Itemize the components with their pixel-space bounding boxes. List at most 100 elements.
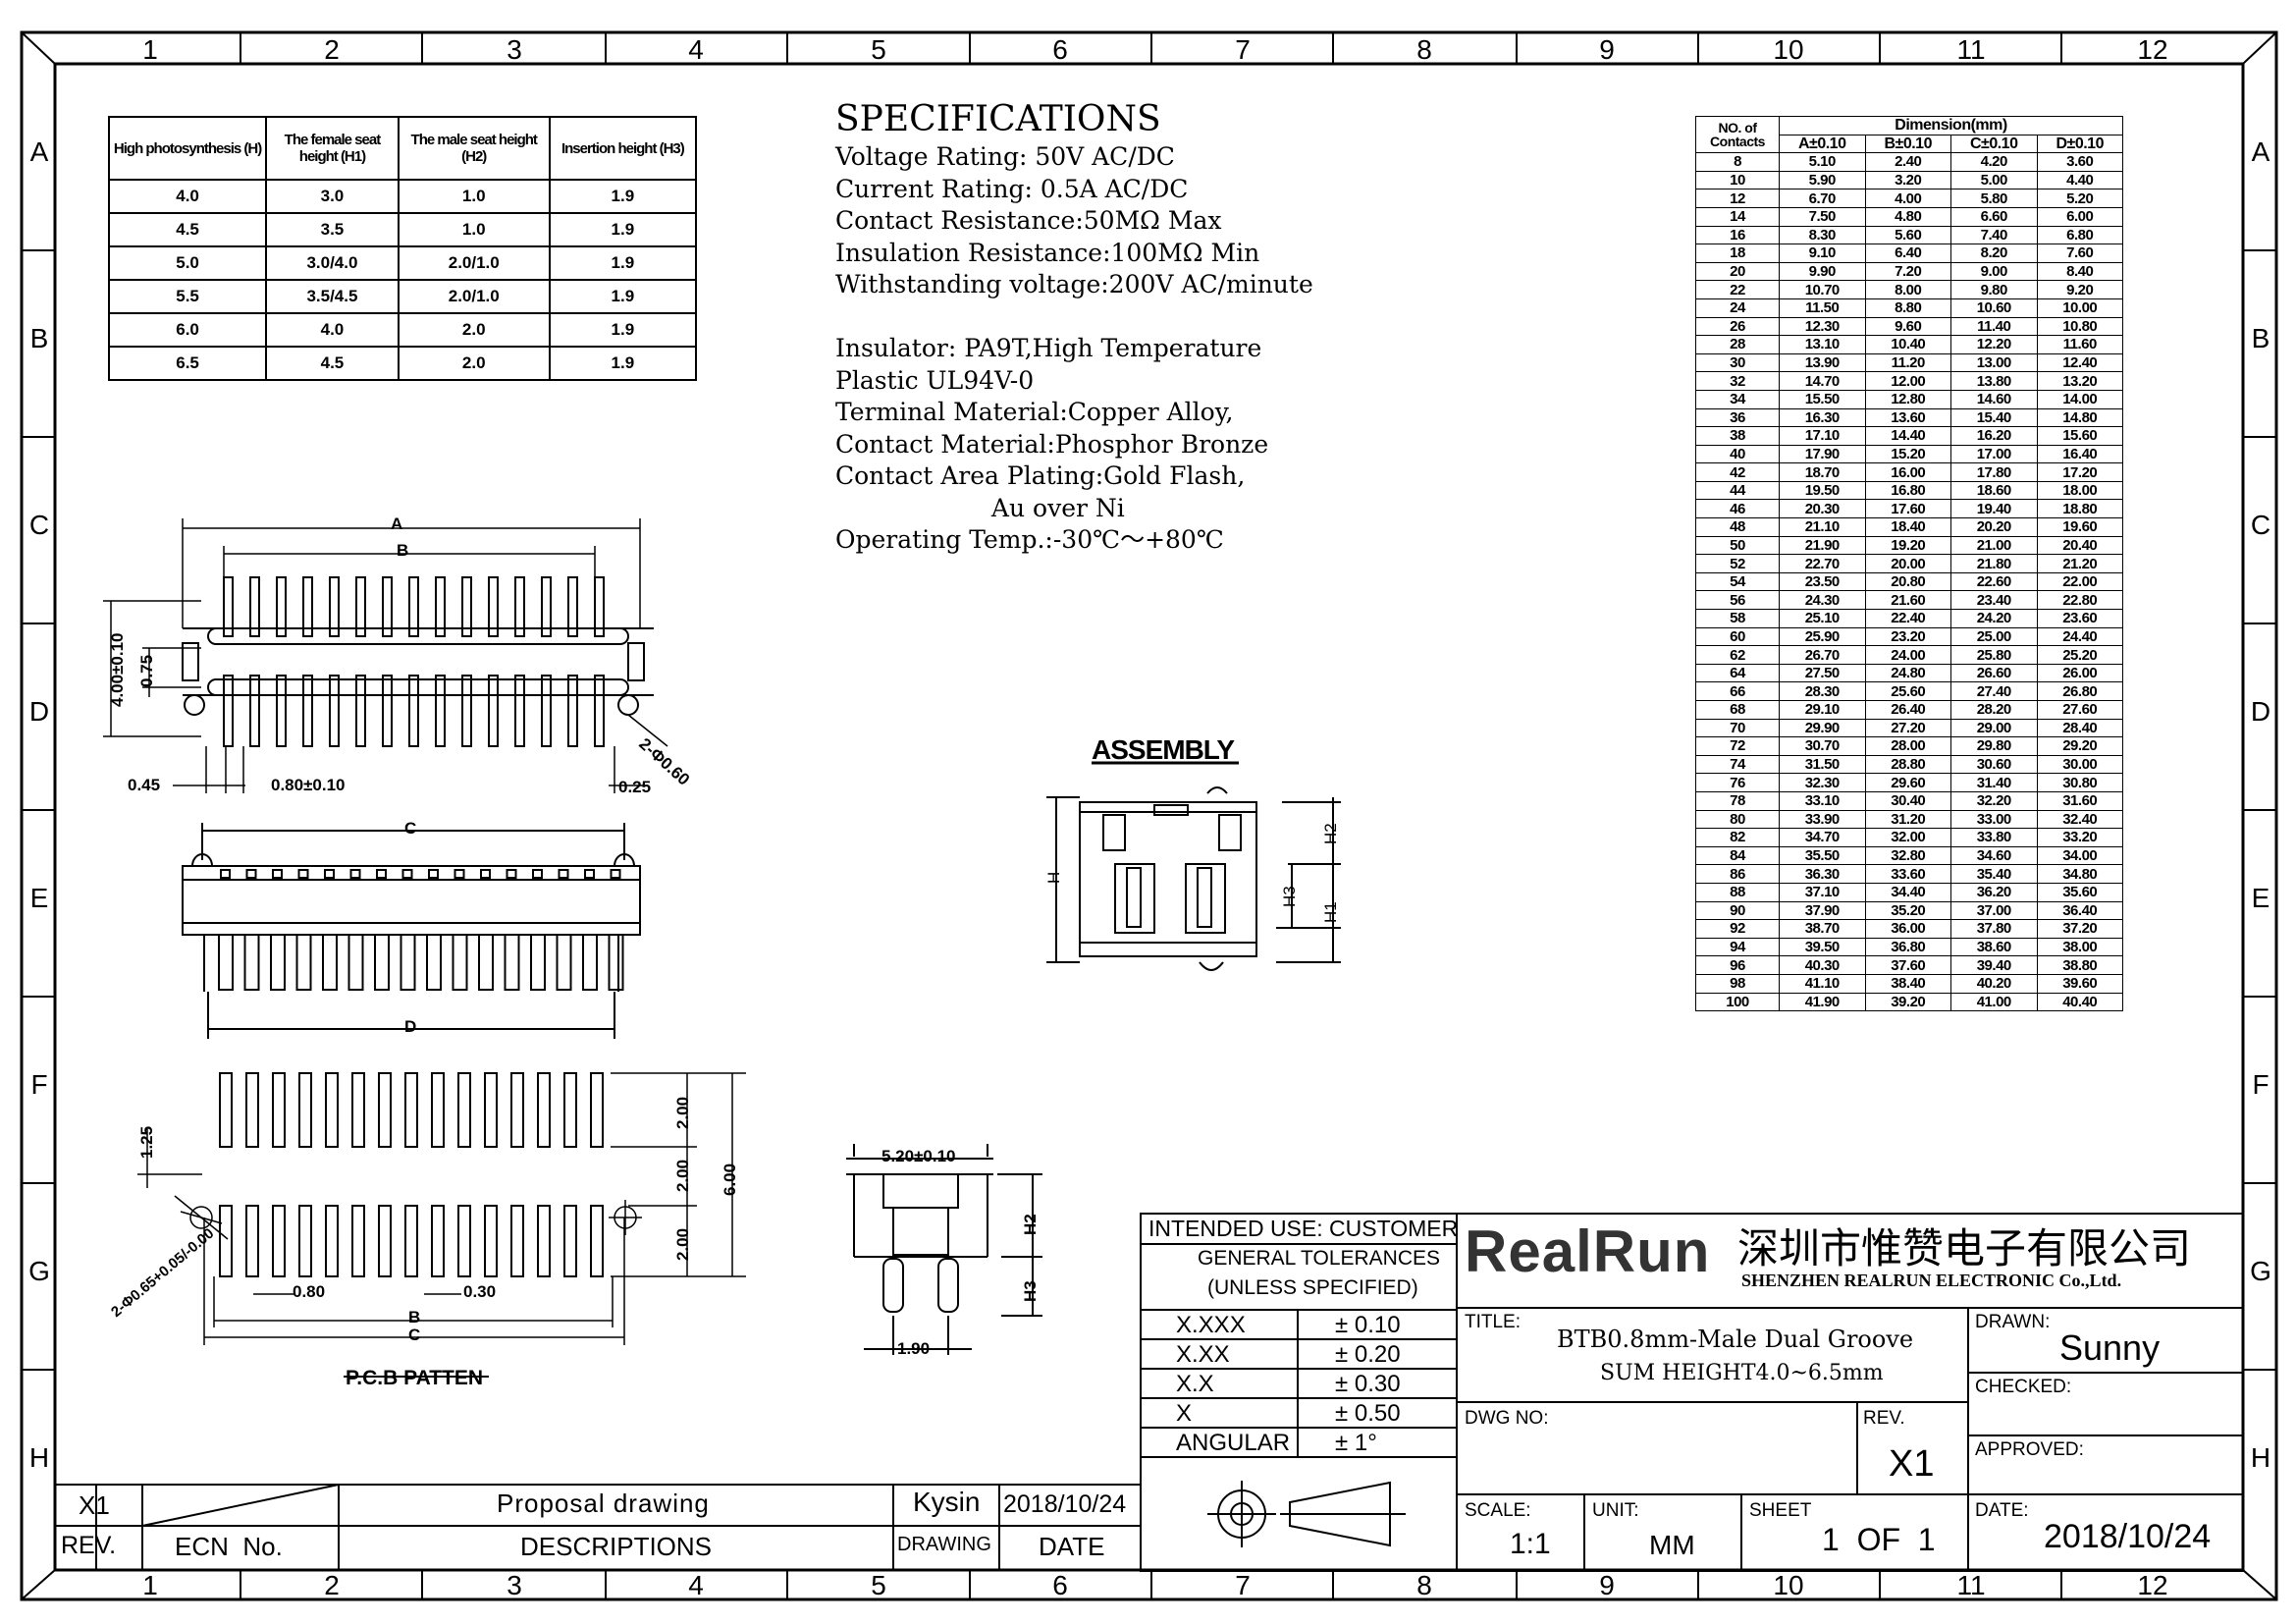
contacts-cell: 86 (1695, 864, 1780, 884)
dimension-cell: 35.60 (2036, 882, 2123, 902)
dimension-cell: 14.60 (1950, 389, 2038, 409)
top-view-pin (249, 576, 260, 637)
contacts-cell: 32 (1695, 371, 1780, 391)
dimension-cell: 41.90 (1779, 992, 1866, 1012)
dimension-cell: 38.80 (2036, 955, 2123, 975)
unit-value: MM (1649, 1530, 1695, 1560)
dimension-cell: 36.30 (1779, 864, 1866, 884)
dimension-cell: 30.60 (1950, 754, 2038, 775)
rev-label: REV. (1863, 1408, 1905, 1429)
dimension-cell: 11.20 (1864, 352, 1951, 373)
contacts-cell: 62 (1695, 645, 1780, 665)
drawn-label: DRAWN: (1975, 1312, 2051, 1332)
dimension-table: NO. of Contacts Dimension(mm) A±0.10 B±0… (1695, 115, 2123, 1012)
tolerance-value: ± 0.10 (1335, 1312, 1401, 1338)
side-view-pin-top (610, 869, 621, 879)
pcb-pad (590, 1072, 604, 1148)
dimension-cell: 35.40 (1950, 864, 2038, 884)
dimension-cell: 38.60 (1950, 937, 2038, 957)
dimension-cell: 24.30 (1779, 590, 1866, 611)
dimension-cell: 37.80 (1950, 919, 2038, 939)
dimension-cell: 36.40 (2036, 900, 2123, 921)
grid-column-label: 12 (2137, 34, 2168, 65)
dwg-no-label: DWG NO: (1465, 1408, 1549, 1429)
contacts-cell: 76 (1695, 773, 1780, 792)
dimension-cell: 38.70 (1779, 919, 1866, 939)
dimension-cell: 34.60 (1950, 845, 2038, 866)
grid-column-label: 1 (142, 1570, 158, 1600)
dimension-cell: 31.50 (1779, 754, 1866, 775)
dimension-cell: 19.40 (1950, 499, 2038, 519)
contacts-cell: 30 (1695, 352, 1780, 373)
dimension-cell: 21.20 (2036, 554, 2123, 573)
side-view-pin (582, 934, 598, 991)
contacts-cell: 14 (1695, 206, 1780, 227)
dimension-cell: 17.00 (1950, 444, 2038, 464)
grid-column-label: 11 (1956, 1570, 1986, 1600)
dimension-cell: 8.80 (1864, 298, 1951, 318)
grid-row-label: A (2251, 136, 2270, 167)
dimension-cell: 33.80 (1950, 828, 2038, 847)
height-table-cell: 5.0 (107, 245, 268, 281)
dimension-cell: 15.60 (2036, 426, 2123, 446)
tolerance-class: X.XXX (1176, 1312, 1246, 1338)
contacts-cell: 34 (1695, 389, 1780, 409)
pcb-pad (431, 1205, 445, 1277)
height-table-cell: 4.0 (265, 312, 400, 348)
contacts-cell: 38 (1695, 426, 1780, 446)
top-view-pin (249, 675, 260, 747)
company-name-en: SHENZHEN REALRUN ELECTRONIC Co.,Ltd. (1741, 1271, 2122, 1290)
height-table-cell: 3.5 (265, 212, 400, 247)
dimension-cell: 8.00 (1864, 280, 1951, 299)
top-view-pin (435, 576, 446, 637)
pcb-pad (272, 1072, 286, 1148)
dimension-cell: 32.40 (2036, 809, 2123, 830)
dimension-cell: 26.60 (1950, 663, 2038, 683)
height-table-cell: 4.5 (265, 346, 400, 381)
dimension-cell: 16.80 (1864, 480, 1951, 501)
dim-0-75: 0.75 (137, 654, 156, 687)
contacts-cell: 44 (1695, 480, 1780, 501)
rev-header-drawing: DRAWING (897, 1534, 991, 1555)
pcb-pad (298, 1205, 312, 1277)
dimension-cell: 20.30 (1779, 499, 1866, 519)
height-table-cell: 1.9 (548, 279, 698, 314)
dimension-cell: 38.00 (2036, 937, 2123, 957)
grid-row-label: F (30, 1069, 48, 1100)
top-view-pin (461, 576, 472, 637)
side-view-pin-top (480, 869, 491, 879)
side-view-pin (530, 934, 546, 991)
dimension-cell: 34.80 (2036, 864, 2123, 884)
dimension-cell: 22.80 (2036, 590, 2123, 611)
top-view-pin (276, 675, 287, 747)
rev-header-rev: REV. (61, 1532, 117, 1559)
contacts-cell: 16 (1695, 225, 1780, 245)
pcb-pad (537, 1205, 551, 1277)
grid-row-label: B (2251, 323, 2270, 353)
dimension-cell: 16.00 (1864, 462, 1951, 482)
tolerance-class: ANGULAR (1176, 1430, 1291, 1456)
rev-header-date: DATE (1039, 1532, 1105, 1561)
specification-line (835, 301, 1313, 334)
top-view-pin (488, 675, 499, 747)
dimension-cell: 11.60 (2036, 335, 2123, 354)
pcb-pad (484, 1205, 498, 1277)
contacts-cell: 90 (1695, 900, 1780, 921)
grid-column-label: 4 (688, 34, 704, 65)
top-view-pin (223, 675, 234, 747)
side-view-pin-top (324, 869, 335, 879)
pcb-pad (563, 1072, 577, 1148)
height-table-cell: 2.0/1.0 (397, 245, 551, 281)
height-table-cell: 1.0 (397, 212, 551, 247)
header-a: A±0.10 (1779, 134, 1866, 154)
